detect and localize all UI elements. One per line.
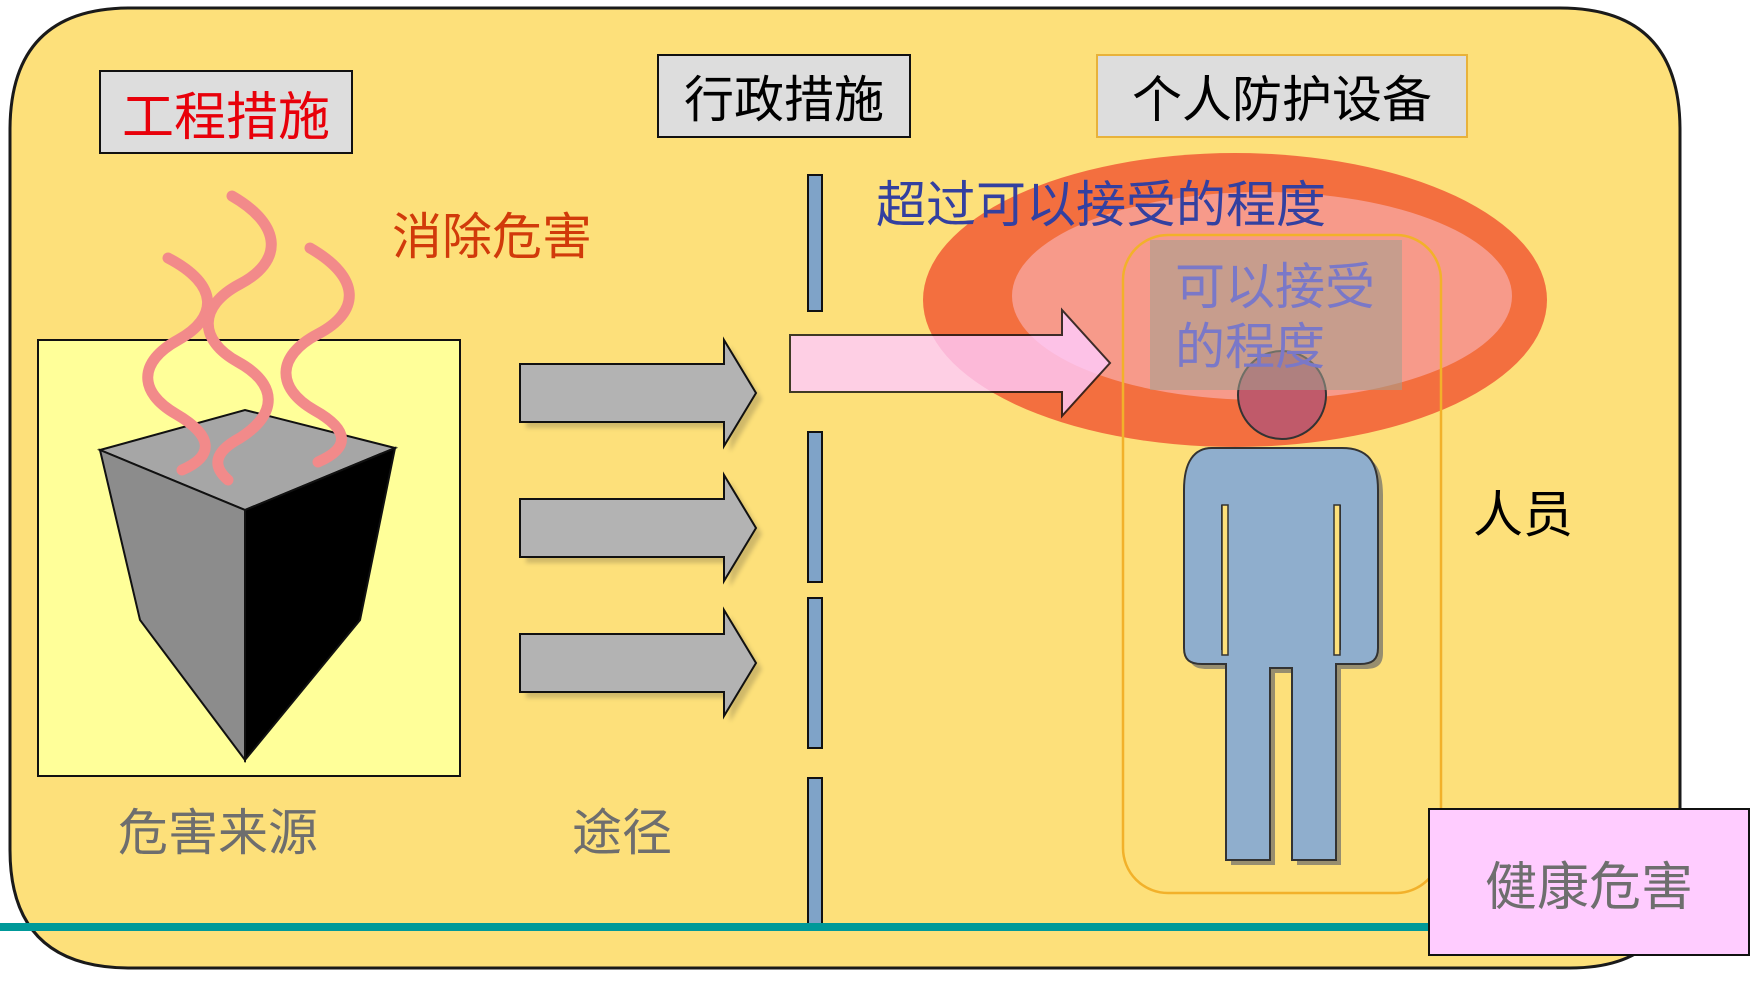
engineering-controls-label: 工程措施	[99, 70, 353, 154]
administrative-controls-text: 行政措施	[684, 71, 884, 129]
administrative-controls-label: 行政措施	[657, 54, 911, 138]
exposure-arrow	[789, 307, 1112, 419]
ppe-text: 个人防护设备	[1132, 71, 1432, 129]
ppe-outline	[1121, 233, 1443, 895]
health-hazard-box: 健康危害	[1428, 808, 1750, 956]
pathway-label: 途径	[572, 804, 672, 862]
administrative-barrier	[807, 174, 823, 929]
personnel-label: 人员	[1473, 486, 1573, 544]
pathway-arrows	[519, 336, 762, 722]
health-hazard-text: 健康危害	[1484, 857, 1693, 918]
pathway-arrow-top	[519, 336, 762, 452]
hazard-cube-icon	[96, 408, 399, 763]
acceptable-level-line2: 的程度	[1175, 318, 1325, 376]
exceed-acceptable-label: 超过可以接受的程度	[876, 176, 1326, 234]
footer-rule	[0, 923, 1440, 931]
engineering-controls-text: 工程措施	[121, 87, 330, 148]
pathway-arrow-middle	[519, 471, 762, 587]
eliminate-hazard-label: 消除危害	[392, 208, 592, 266]
acceptable-level-box	[1150, 240, 1402, 390]
fumes-icon	[142, 190, 355, 486]
ppe-label: 个人防护设备	[1096, 54, 1468, 138]
person-icon	[1183, 350, 1383, 865]
acceptable-level-line1: 可以接受	[1175, 258, 1375, 316]
hazard-source-label: 危害来源	[118, 804, 318, 862]
pathway-arrow-bottom	[519, 606, 762, 722]
